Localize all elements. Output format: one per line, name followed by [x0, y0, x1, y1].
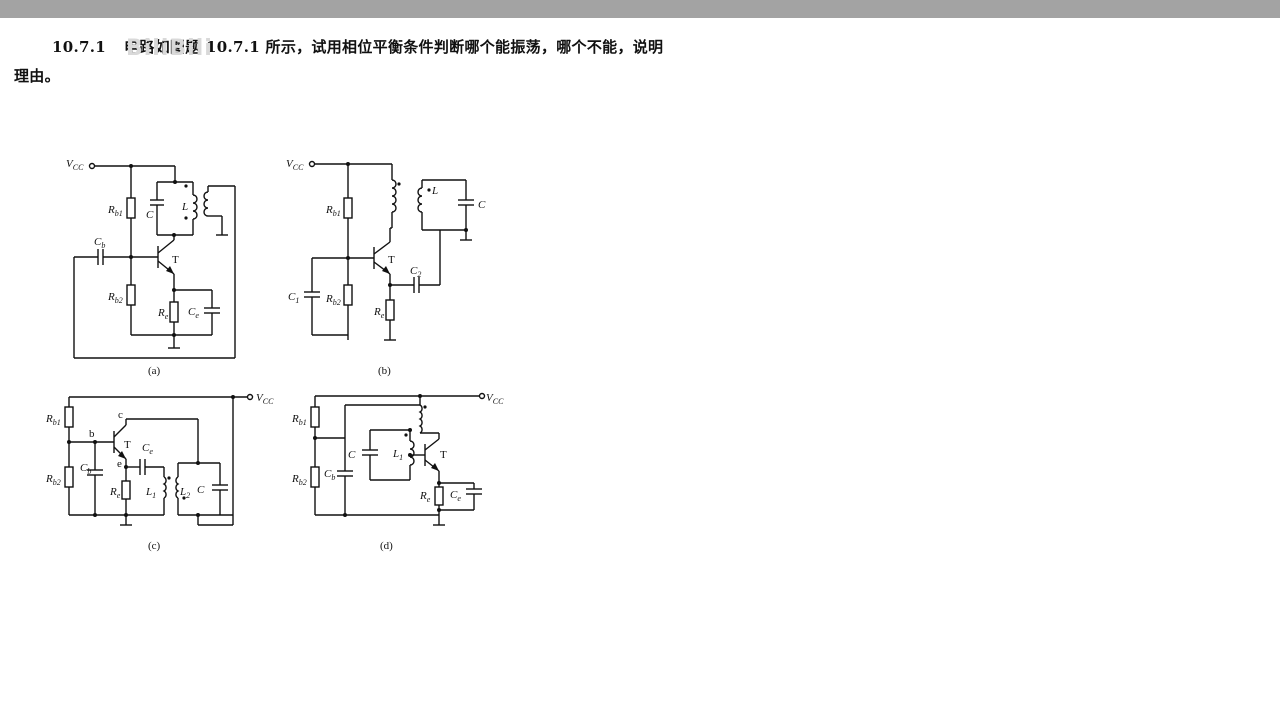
- b-rb2-label: Rb2: [325, 293, 341, 307]
- d-rb2-label: Rb2: [291, 473, 307, 487]
- b-vcc-label: V: [286, 158, 294, 170]
- svg-text:VCC: VCC: [256, 392, 274, 406]
- c-rb2-label: Rb2: [45, 473, 61, 487]
- d-c-label: C: [348, 449, 356, 461]
- b-re-label: Re: [373, 306, 385, 320]
- top-bar: [0, 0, 1280, 18]
- d-re-label: Re: [419, 490, 431, 504]
- circuit-c: VCC Rb1 Rb2 b Cb T c e Ce Re L1 L2 C: [45, 392, 274, 552]
- problem-text-2: 理由。: [14, 67, 60, 85]
- c-re-label: Re: [109, 486, 121, 500]
- d-caption: (d): [380, 540, 393, 552]
- a-ce-label: Ce: [188, 306, 199, 320]
- c-vcc-label: V: [256, 392, 264, 404]
- a-cb-label: Cb: [94, 236, 105, 250]
- a-rb2-label: Rb2: [107, 291, 123, 305]
- circuit-d: VCC Rb1 Rb2 Cb C L1 T Ce Re (d): [291, 392, 504, 552]
- c-node-b: b: [89, 428, 95, 440]
- svg-text:VCC: VCC: [486, 392, 504, 406]
- d-t-label: T: [440, 449, 447, 461]
- a-t-label: T: [172, 254, 179, 266]
- d-cb-label: Cb: [324, 468, 335, 482]
- b-t-label: T: [388, 254, 395, 266]
- watermark: BiliBili: [126, 36, 213, 61]
- a-l-label: L: [181, 201, 188, 213]
- c-l1-label: L1: [145, 486, 156, 500]
- c-ce-label: Ce: [142, 442, 153, 456]
- b-caption: (b): [378, 365, 391, 377]
- d-l1-label: L1: [392, 448, 403, 462]
- problem-statement: 10.7.1 电路如图题 10.7.1 所示，试用相位平衡条件判断哪个能振荡，哪个…: [14, 33, 714, 91]
- circuit-b: VCC Rb1 Rb2 C1 T L C C2 Re (b): [286, 158, 486, 377]
- b-c2-label: C2: [410, 265, 421, 279]
- svg-text:VCC: VCC: [66, 158, 84, 172]
- a-rb1-label: Rb1: [107, 204, 123, 218]
- b-rb1-label: Rb1: [325, 204, 341, 218]
- c-rb1-label: Rb1: [45, 413, 61, 427]
- c-cb-label: Cb: [80, 462, 91, 476]
- circuit-a: VCC Rb1 Rb2 Cb T C L Re Ce: [66, 158, 236, 377]
- a-caption: (a): [148, 365, 161, 377]
- c-node-c: c: [118, 409, 123, 421]
- problem-number: 10.7.1: [52, 38, 106, 56]
- problem-text-1: 电路如图题 10.7.1 所示，试用相位平衡条件判断哪个能振荡，哪个不能，说明: [124, 38, 664, 56]
- c-t-label: T: [124, 439, 131, 451]
- d-rb1-label: Rb1: [291, 413, 307, 427]
- a-c-label: C: [146, 209, 154, 221]
- b-c1-label: C1: [288, 291, 299, 305]
- d-vcc-label: V: [486, 392, 494, 404]
- problem-line-1: 10.7.1 电路如图题 10.7.1 所示，试用相位平衡条件判断哪个能振荡，哪个…: [14, 33, 714, 62]
- b-c-label: C: [478, 199, 486, 211]
- d-ce-label: Ce: [450, 489, 461, 503]
- svg-text:VCC: VCC: [286, 158, 304, 172]
- c-node-e: e: [117, 458, 122, 470]
- b-l-label: L: [431, 185, 438, 197]
- c-l2-label: L2: [179, 486, 190, 500]
- a-re-label: Re: [157, 307, 169, 321]
- c-caption: (c): [148, 540, 161, 552]
- a-vcc-label: V: [66, 158, 74, 170]
- c-c-label: C: [197, 484, 205, 496]
